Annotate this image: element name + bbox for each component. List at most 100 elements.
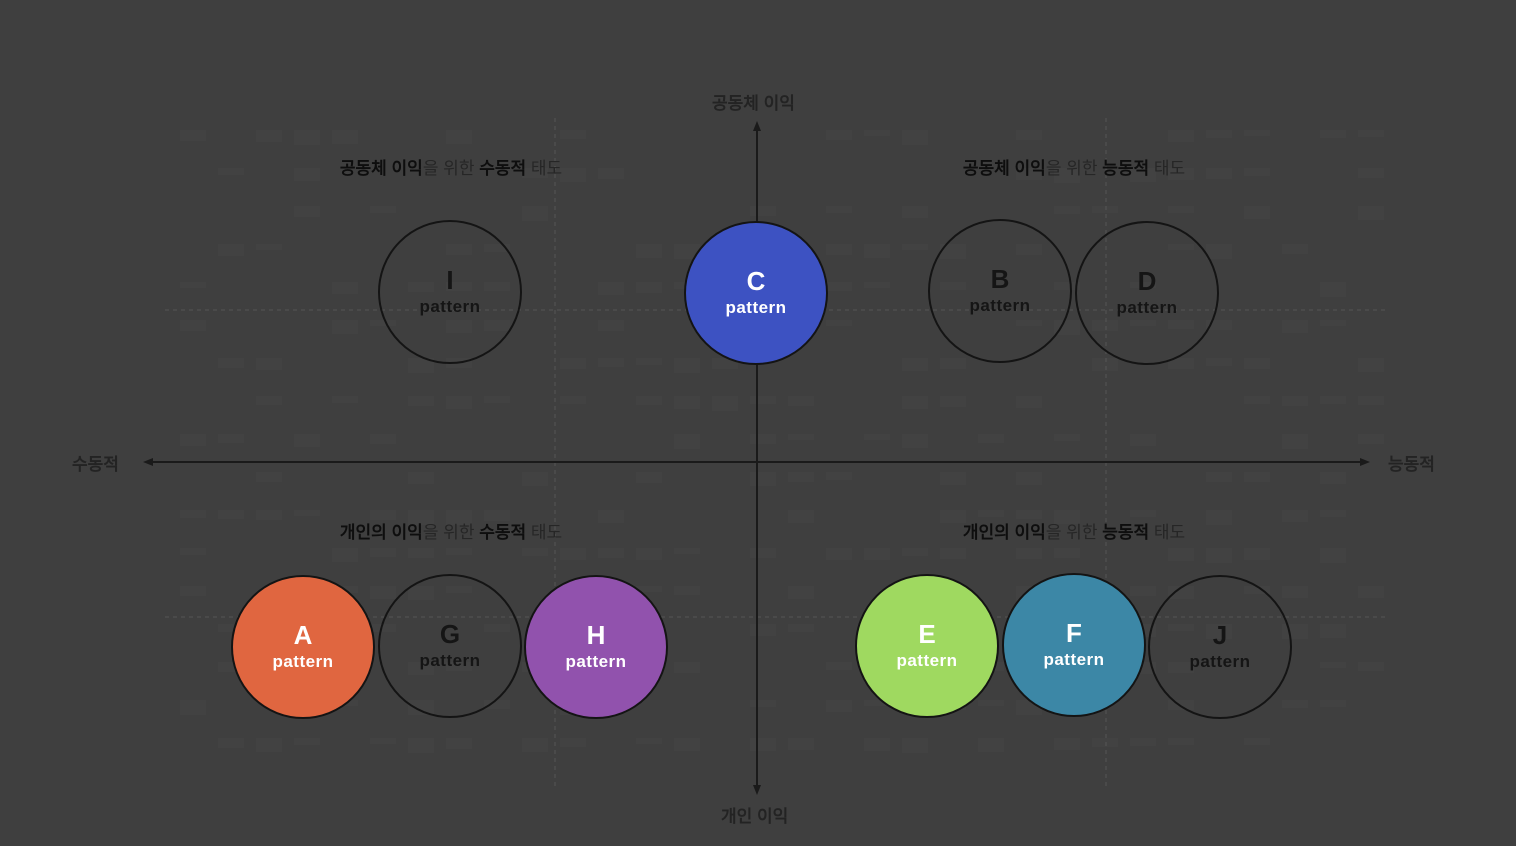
background-block — [1092, 206, 1118, 213]
background-block — [1358, 434, 1384, 444]
quadrant-title-bottom-left: 개인의 이익을 위한 수동적 태도 — [339, 523, 563, 542]
background-block — [1244, 206, 1270, 219]
background-block — [636, 282, 662, 293]
background-block — [940, 396, 966, 407]
background-block — [750, 548, 776, 558]
background-block — [560, 168, 586, 182]
pattern-c-circle: C pattern — [684, 221, 828, 365]
background-block — [218, 434, 244, 443]
background-block — [408, 472, 434, 484]
background-block — [1320, 396, 1346, 404]
background-block — [1206, 510, 1232, 525]
background-block — [370, 548, 396, 557]
background-block — [218, 738, 244, 748]
background-block — [1244, 396, 1270, 404]
background-block — [1206, 244, 1232, 259]
background-block — [1206, 472, 1232, 482]
background-block — [598, 320, 624, 331]
background-block — [1130, 510, 1156, 517]
background-block — [218, 358, 244, 368]
background-block — [1168, 548, 1194, 561]
background-block — [864, 282, 890, 288]
background-block — [1206, 320, 1232, 330]
background-block — [788, 624, 814, 632]
background-block — [826, 472, 852, 480]
background-block — [560, 738, 586, 747]
background-block — [370, 738, 396, 744]
background-block — [294, 130, 320, 145]
background-block — [1358, 396, 1384, 405]
background-block — [370, 320, 396, 326]
background-block — [408, 548, 434, 558]
pattern-letter: A — [293, 620, 313, 650]
background-block — [636, 586, 662, 592]
background-block — [446, 548, 472, 555]
quadrant-title-top-right: 공동체 이익을 위한 능동적 태도 — [962, 159, 1186, 178]
pattern-h-circle: H pattern — [524, 575, 668, 719]
background-block — [408, 358, 434, 373]
background-block — [1016, 130, 1042, 140]
background-block — [902, 130, 928, 145]
background-block — [788, 434, 814, 440]
background-block — [940, 510, 966, 523]
pattern-word: pattern — [565, 652, 627, 671]
background-block — [826, 206, 852, 213]
background-block — [1206, 548, 1232, 563]
background-block — [294, 738, 320, 745]
background-block — [864, 434, 890, 440]
background-block — [674, 358, 700, 373]
background-block — [1320, 624, 1346, 638]
background-block — [256, 472, 282, 482]
background-block — [370, 434, 396, 444]
background-block — [750, 396, 776, 404]
background-block — [1244, 130, 1270, 136]
background-block — [864, 700, 890, 706]
background-block — [636, 244, 662, 258]
background-block — [940, 548, 966, 559]
background-block — [1054, 168, 1080, 183]
background-block — [1320, 662, 1346, 668]
background-block — [1358, 358, 1384, 372]
background-block — [750, 624, 776, 636]
background-block — [484, 396, 510, 403]
background-block — [902, 396, 928, 409]
background-block — [1016, 168, 1042, 180]
background-block — [1282, 586, 1308, 598]
background-block — [940, 472, 966, 485]
background-block — [750, 472, 776, 486]
background-block — [864, 130, 890, 136]
background-block — [218, 624, 244, 632]
pattern-word: pattern — [419, 297, 481, 316]
background-block — [1168, 358, 1194, 369]
background-block — [332, 548, 358, 562]
background-block — [1130, 168, 1156, 182]
background-block — [560, 548, 586, 560]
background-block — [1358, 130, 1384, 137]
background-block — [256, 396, 282, 405]
background-block — [1358, 586, 1384, 598]
axis-label-bottom: 개인 이익 — [721, 807, 789, 826]
background-block — [826, 282, 852, 291]
background-block — [446, 510, 472, 525]
background-block — [560, 396, 586, 404]
background-block — [180, 586, 206, 596]
background-block — [256, 510, 282, 520]
background-block — [218, 244, 244, 256]
background-block — [294, 434, 320, 447]
background-block — [750, 206, 776, 216]
background-block — [598, 510, 624, 523]
pattern-letter: H — [586, 620, 606, 650]
pattern-letter: B — [990, 264, 1010, 294]
background-block — [674, 434, 700, 449]
background-block — [1054, 548, 1080, 558]
background-block — [826, 320, 852, 326]
pattern-g-circle: G pattern — [378, 574, 522, 718]
background-block — [218, 510, 244, 519]
background-block — [1168, 168, 1194, 180]
background-block — [1320, 130, 1346, 138]
background-block — [1130, 586, 1156, 596]
pattern-b-circle: B pattern — [928, 219, 1072, 363]
pattern-word: pattern — [419, 651, 481, 670]
background-block — [1054, 738, 1080, 750]
